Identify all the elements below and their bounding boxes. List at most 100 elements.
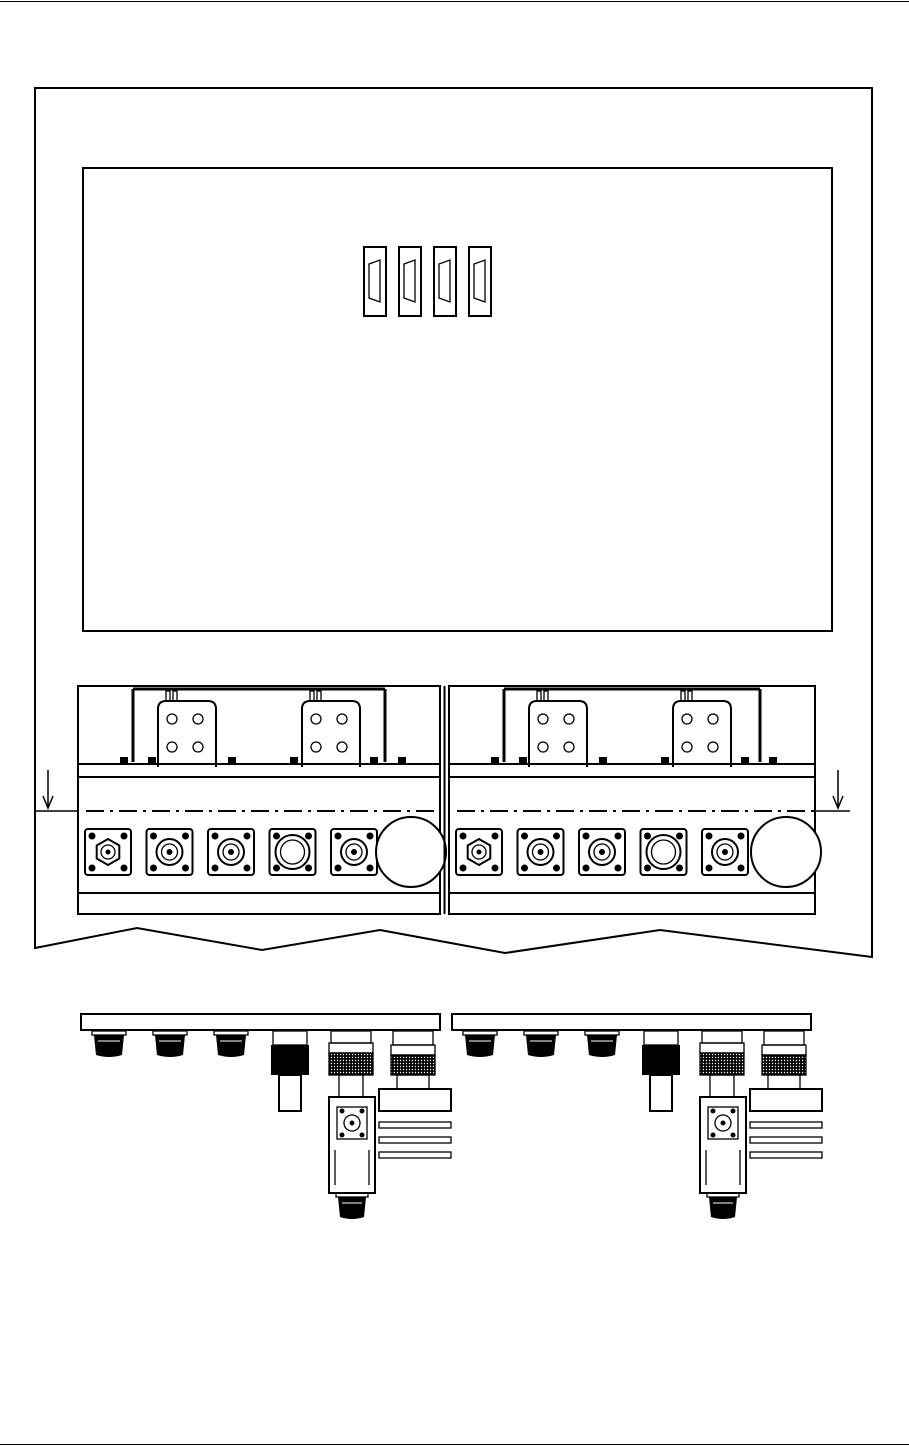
connector-screw (335, 833, 342, 840)
connector-pin (538, 849, 544, 855)
connector-screw (335, 865, 342, 872)
bottom-assembly (81, 1014, 451, 1219)
connector-pin (477, 850, 482, 855)
block-tab (310, 691, 314, 701)
upper-connector (469, 247, 491, 316)
section-arrow-right (815, 770, 850, 811)
cabinet-outline (35, 88, 872, 957)
nut-rim (92, 1031, 126, 1035)
coupler-collar (764, 1031, 804, 1045)
nut-rim (524, 1031, 558, 1035)
connector-screw (553, 865, 560, 872)
coupler-collar (331, 1031, 371, 1043)
housing-screw (340, 1109, 345, 1114)
large-round-plug (751, 817, 821, 887)
block-hole (538, 714, 548, 724)
connector-nut (155, 1035, 185, 1057)
panel-clip (769, 757, 777, 763)
block-tab (537, 691, 541, 701)
upper-connector-shell (399, 247, 421, 316)
connector-nut (216, 1035, 246, 1057)
panel-clip (398, 757, 406, 763)
coupler-stem (397, 1075, 429, 1089)
coupler-collar (393, 1031, 433, 1045)
connector-nut (94, 1035, 124, 1057)
connector-nut (526, 1035, 556, 1057)
block-hole (564, 714, 574, 724)
connector-screw (367, 865, 374, 872)
coupler-collar (702, 1031, 742, 1043)
connector-nut (465, 1035, 495, 1057)
panel-clip (228, 757, 236, 763)
connector-pin (228, 849, 234, 855)
coupler-band (700, 1043, 744, 1053)
adaptor-body (642, 1045, 680, 1075)
adaptor-stem (279, 1075, 301, 1111)
connector-bar (452, 1014, 811, 1030)
connector-screw (121, 833, 128, 840)
connector-inner-ring (652, 840, 676, 864)
connector-screw (706, 833, 713, 840)
block-hole (167, 742, 177, 752)
housing-screw (731, 1109, 736, 1114)
adaptor-stem (650, 1075, 672, 1111)
heatsink-fin (379, 1122, 451, 1128)
coupler-band (762, 1045, 806, 1055)
connector-screw (553, 833, 560, 840)
connector-inner-ring (281, 840, 305, 864)
connector-screw (583, 833, 590, 840)
nut-rim (585, 1031, 619, 1035)
panel-clip (120, 757, 128, 763)
connector-pin (106, 850, 111, 855)
connector-screw (583, 865, 590, 872)
panel-clip (491, 757, 499, 763)
filter-housing (700, 1097, 746, 1193)
connector-pin (599, 849, 605, 855)
connector-screw (676, 833, 683, 840)
adaptor-collar (644, 1031, 678, 1045)
block-hole (682, 742, 692, 752)
page-bottom-rule (0, 1444, 909, 1445)
housing-screw (360, 1133, 365, 1138)
connector-screw (182, 865, 189, 872)
block-hole (311, 714, 321, 724)
block-tab (317, 691, 321, 701)
coupler-stem (768, 1075, 800, 1089)
panel-clip (599, 757, 607, 763)
connector-screw (460, 833, 467, 840)
nut-rim (707, 1193, 739, 1197)
connector-screw (738, 833, 745, 840)
heatsink-fin (750, 1122, 822, 1128)
connector-screw (212, 865, 219, 872)
upper-connector (399, 247, 421, 316)
connector-screw (460, 865, 467, 872)
block-tab (688, 691, 692, 701)
upper-connector-pins (369, 260, 380, 302)
block-tab (173, 691, 177, 701)
block-hole (337, 742, 347, 752)
connector-screw (89, 865, 96, 872)
heatsink-base (379, 1089, 451, 1111)
block-hole (311, 742, 321, 752)
housing-screw (711, 1133, 716, 1138)
connector-screw (273, 833, 280, 840)
panel-clip (661, 757, 669, 763)
connector-screw (150, 833, 157, 840)
upper-connector-pins (474, 260, 485, 302)
front-panel-group (78, 686, 821, 914)
block-hole (682, 714, 692, 724)
panel-clip (370, 757, 378, 763)
connector-screw (244, 865, 251, 872)
housing-pin (721, 1121, 726, 1126)
heatsink-base (750, 1089, 822, 1111)
panel-clip (290, 757, 298, 763)
connector-screw (121, 865, 128, 872)
connector-nut (587, 1035, 617, 1057)
upper-connector-shell (469, 247, 491, 316)
connector-screw (305, 865, 312, 872)
connector-screw (273, 865, 280, 872)
coupler-stem (339, 1075, 363, 1097)
upper-connector-shell (434, 247, 456, 316)
large-round-plug (376, 817, 446, 887)
